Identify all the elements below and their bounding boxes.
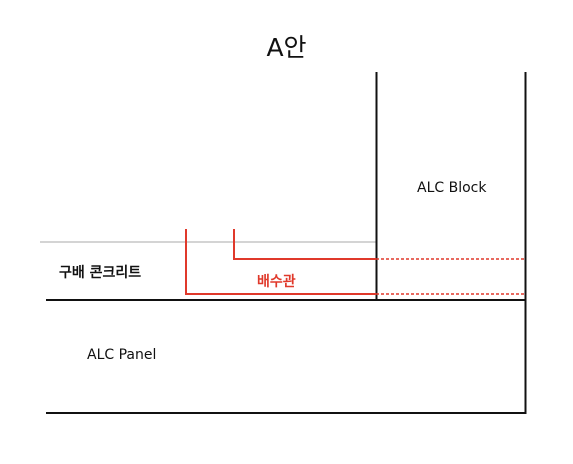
alc-block-label: ALC Block <box>417 180 487 196</box>
alc-panel-label: ALC Panel <box>87 347 157 363</box>
drain-pipe-label: 배수관 <box>257 274 296 290</box>
diagram-title: A안 <box>266 33 307 62</box>
drain-pipe-lower <box>185 229 376 295</box>
drain-pipe-upper <box>233 229 376 260</box>
topping-concrete-label: 구배 콘크리트 <box>59 265 142 281</box>
